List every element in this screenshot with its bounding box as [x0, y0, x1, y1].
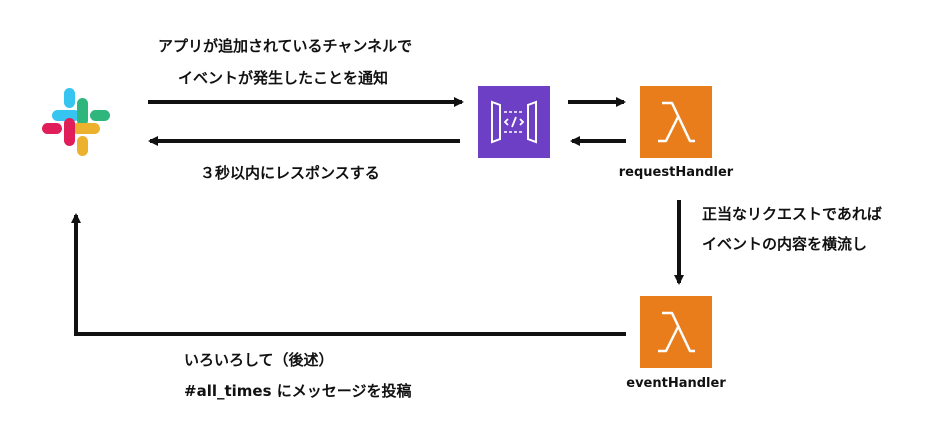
- event-handler-label: eventHandler: [626, 376, 726, 391]
- lambda-icon-event-handler: [640, 296, 712, 368]
- respond-label: ３秒以内にレスポンスする: [200, 164, 380, 182]
- slack-logo-icon: [42, 88, 110, 156]
- request-handler-label: requestHandler: [618, 165, 734, 180]
- arrow-event-handler-to-slack: [71, 213, 626, 336]
- notify-label-line2: イベントが発生したことを通知: [178, 69, 389, 87]
- notify-label-line1: アプリが追加されているチャンネルで: [158, 37, 413, 55]
- forward-label-line2: イベントの内容を横流し: [702, 235, 868, 253]
- forward-label-line1: 正当なリクエストであれば: [702, 205, 882, 223]
- lambda-icon-request-handler: [640, 86, 712, 158]
- post-label-line1: いろいろして（後述）: [184, 351, 334, 369]
- post-label-line2: #all_times にメッセージを投稿: [184, 382, 412, 400]
- api-gateway-icon: [478, 86, 550, 158]
